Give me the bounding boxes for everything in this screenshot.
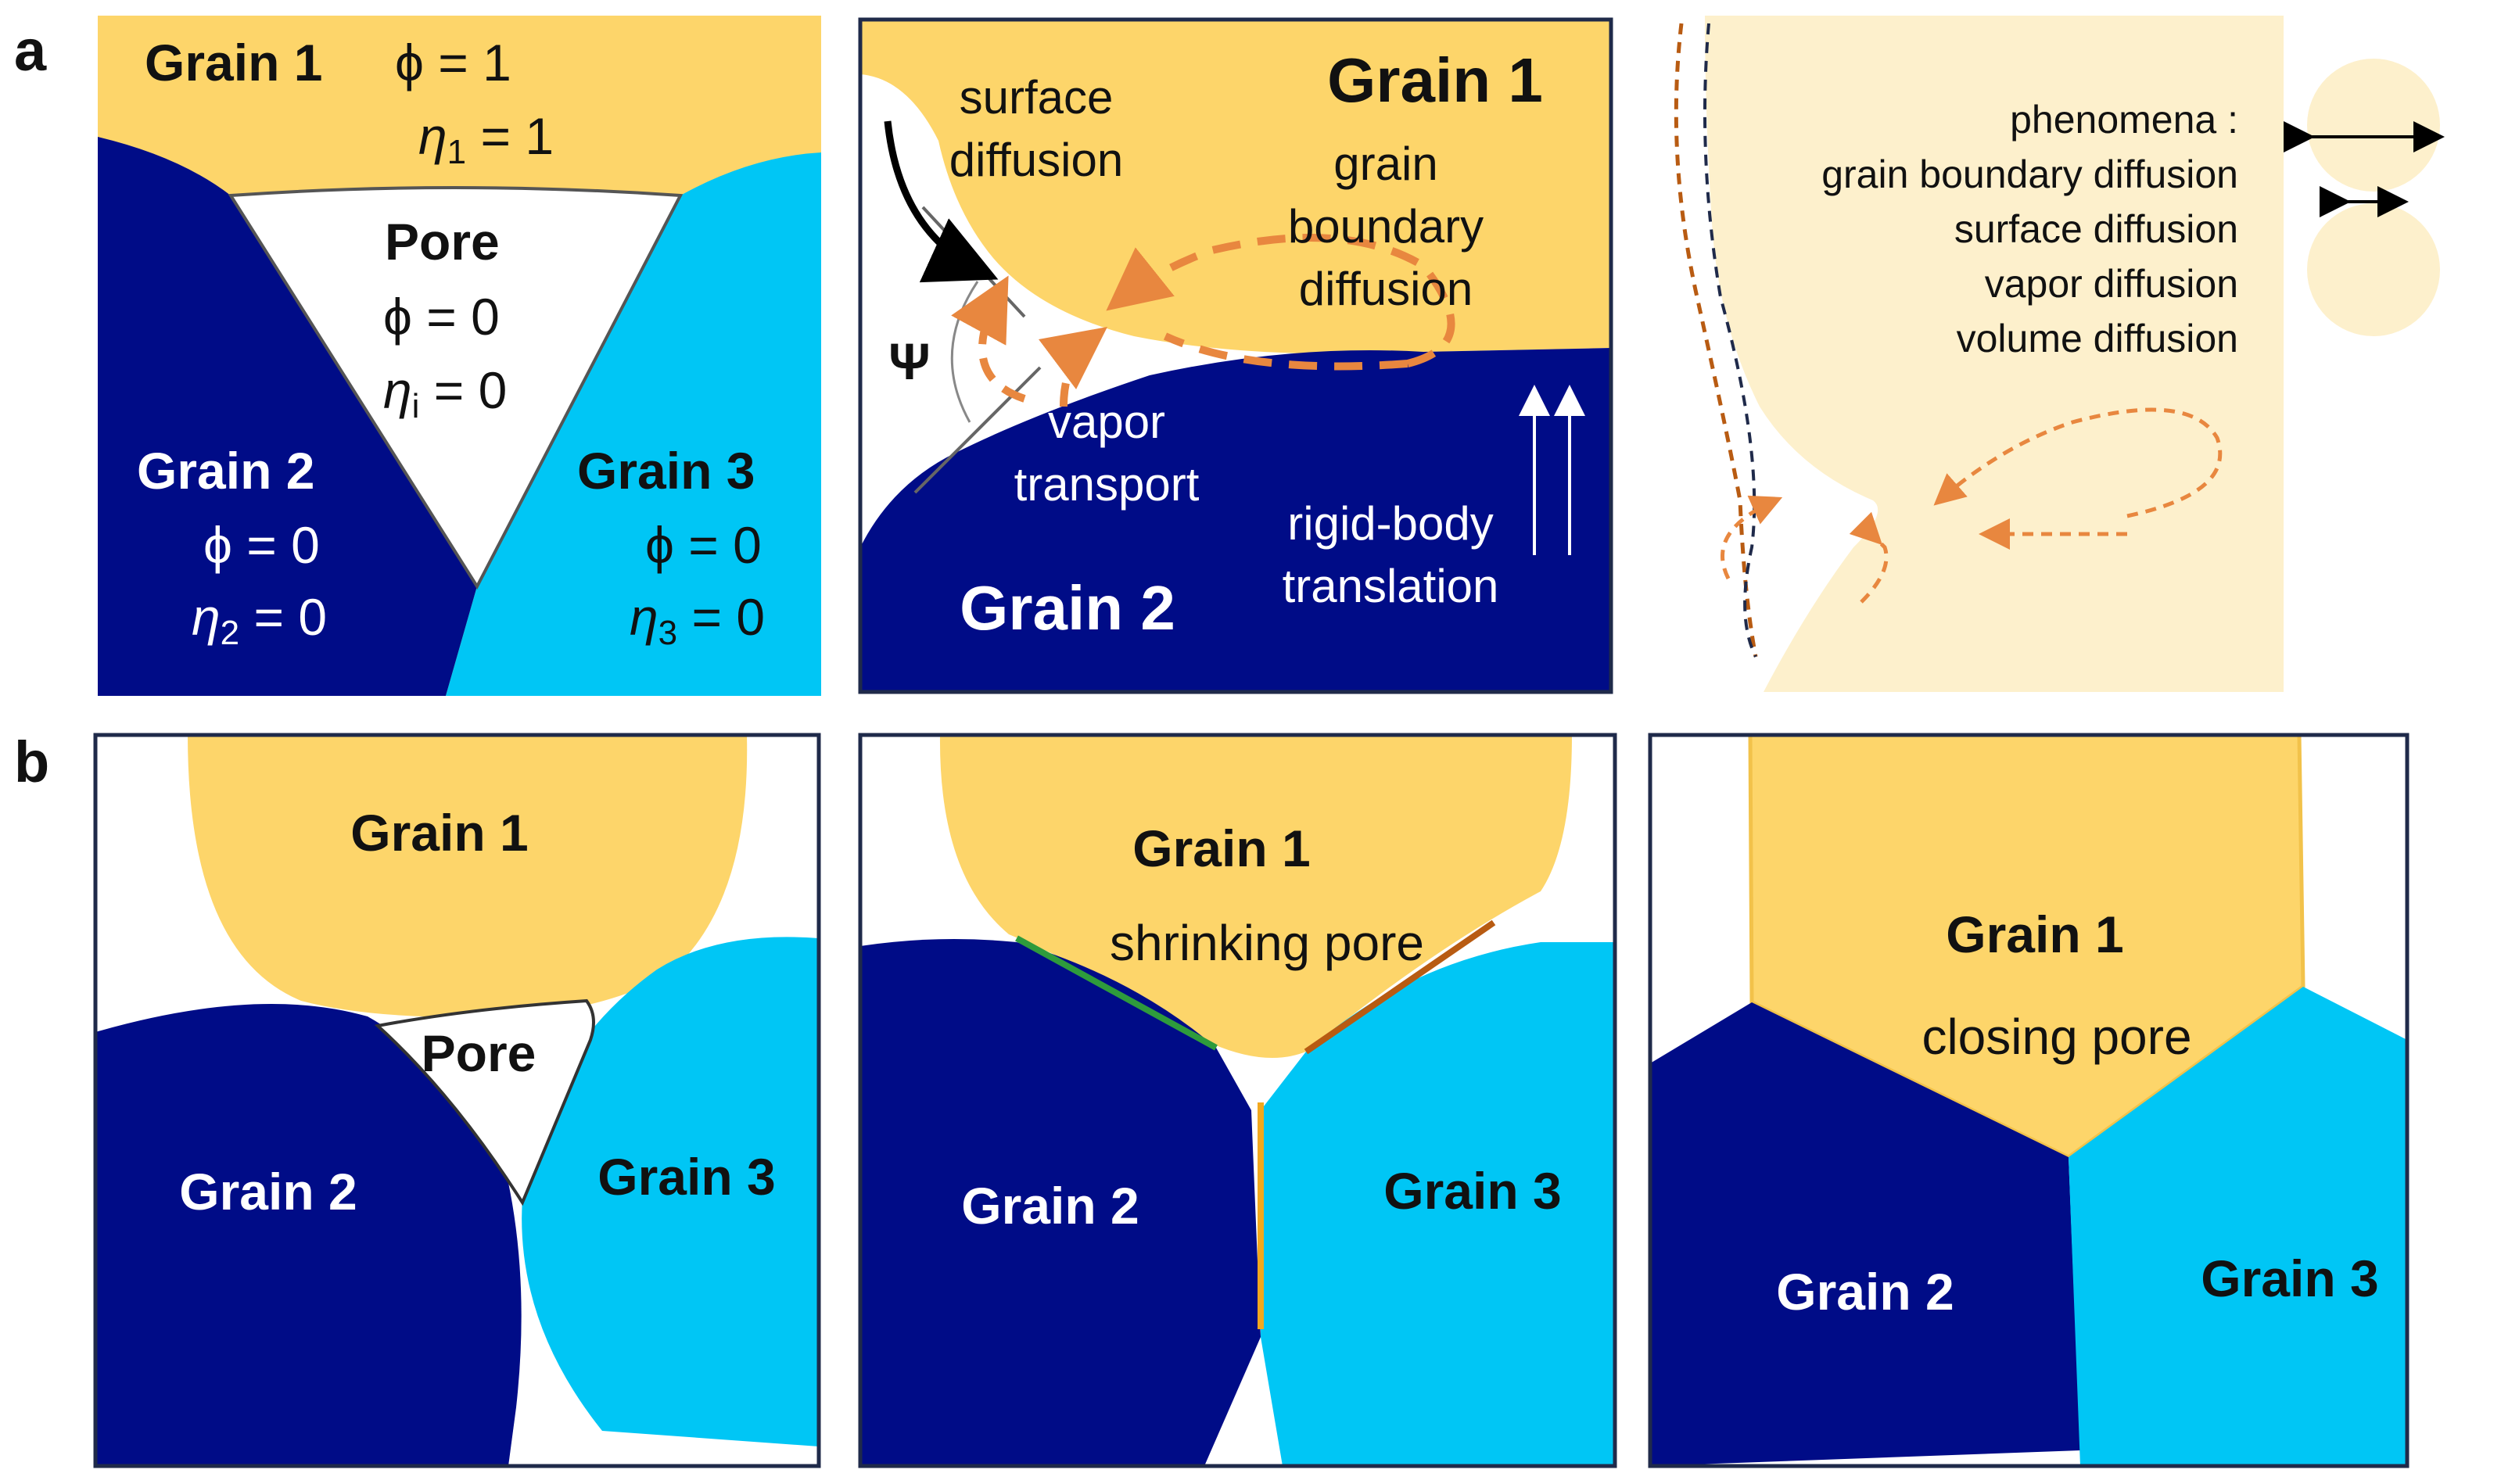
a3-title: phenomena : <box>2010 98 2238 142</box>
b2-grain2-label: Grain 2 <box>961 1177 1139 1235</box>
b1-grain3 <box>522 937 819 1446</box>
b1-grain1 <box>188 735 748 1017</box>
a1-phi-pore: ϕ = 0 <box>383 288 500 346</box>
b1-pore <box>374 998 595 1206</box>
b3-grain2 <box>1650 1002 2080 1466</box>
a1-pore-label: Pore <box>385 213 500 271</box>
a3-flow-arrow-right <box>1849 511 1889 604</box>
b2-grain3-label: Grain 3 <box>1383 1162 1561 1220</box>
a1-grain2-label: Grain 2 <box>137 442 314 500</box>
panel-a1 <box>98 16 821 696</box>
a2-gb-label-1: grain <box>1333 138 1437 190</box>
a1-eta3: η3 = 0 <box>630 588 765 652</box>
a2-gb-label-3: diffusion <box>1299 263 1473 315</box>
b1-grain2-label: Grain 2 <box>179 1163 357 1221</box>
a3-light-region <box>1705 16 2284 692</box>
b2-note: shrinking pore <box>1110 915 1424 971</box>
a2-grain2-label: Grain 2 <box>960 573 1175 643</box>
a2-gb-arrow-lower <box>1039 326 1107 407</box>
a1-eta-pore: ηi = 0 <box>383 361 507 425</box>
panel-b1 <box>95 735 819 1466</box>
a2-vapor-arrow <box>951 275 1026 403</box>
b1-grain2 <box>95 1004 522 1466</box>
a1-grain3-label: Grain 3 <box>577 442 755 500</box>
b2-grain3 <box>1261 942 1615 1466</box>
a1-grain2 <box>98 137 477 696</box>
a3-item-1: surface diffusion <box>1954 207 2238 251</box>
a3-item-0: grain boundary diffusion <box>1821 152 2238 196</box>
panel-label-a: a <box>14 18 47 83</box>
b2-boundary-green <box>1015 935 1218 1051</box>
a2-grain1 <box>860 20 1611 354</box>
b2-grain2 <box>860 939 1261 1466</box>
panel-b3 <box>1650 735 2407 1466</box>
a3-contour-orange <box>1674 23 1758 658</box>
panel-label-b: b <box>14 729 49 794</box>
a3-particle-bottom <box>2307 203 2440 336</box>
a1-grain3 <box>446 152 821 696</box>
a1-eta2: η2 = 0 <box>192 588 327 652</box>
b3-grain3-label: Grain 3 <box>2201 1249 2378 1307</box>
b1-pore-label: Pore <box>422 1024 536 1082</box>
a2-surface-label-1: surface <box>960 71 1114 124</box>
a3-item-3: volume diffusion <box>1957 317 2238 360</box>
a2-vapor-label-2: transport <box>1014 458 1200 511</box>
a3-contour-dark <box>1703 23 1757 658</box>
b3-grain2-label: Grain 2 <box>1776 1263 1954 1321</box>
a1-eta1: η1 = 1 <box>418 107 554 171</box>
b2-grain1 <box>939 735 1572 1058</box>
b2-frame <box>858 733 1617 1468</box>
a2-tangent-lower <box>913 366 1042 494</box>
a2-grain1-label: Grain 1 <box>1327 45 1543 115</box>
a1-phi1: ϕ = 1 <box>395 34 511 91</box>
a2-gb-label-2: boundary <box>1288 200 1484 253</box>
b3-note: closing pore <box>1922 1009 2191 1065</box>
panel-b2 <box>860 735 1615 1466</box>
a2-rigid-label-2: translation <box>1283 560 1499 612</box>
b1-grain1-label: Grain 1 <box>350 804 528 862</box>
a3-flow-arrow-left <box>1721 495 1783 580</box>
a1-phi3: ϕ = 0 <box>645 516 762 574</box>
a2-grain2 <box>860 348 1611 692</box>
a2-gb-arrow-loop <box>1118 234 1455 371</box>
b2-grain1-label: Grain 1 <box>1132 819 1310 877</box>
b1-frame <box>93 733 821 1468</box>
a3-particle-top <box>2307 59 2440 192</box>
a2-surface-label-2: diffusion <box>949 134 1123 186</box>
panel-a3 <box>1674 16 2445 692</box>
a2-frame <box>858 17 1613 694</box>
a2-vapor-label-1: vapor <box>1048 396 1165 448</box>
b2-boundary-brown <box>1304 919 1496 1055</box>
b3-grain3 <box>2069 987 2407 1466</box>
panel-a2 <box>860 20 1611 692</box>
a2-surface-arrow <box>884 120 999 283</box>
a2-psi-label: Ψ <box>888 332 930 390</box>
a1-pore <box>228 186 684 590</box>
a3-item-2: vapor diffusion <box>1985 262 2238 306</box>
b3-grain1-label: Grain 1 <box>1946 905 2123 963</box>
a1-grain1-label: Grain 1 <box>145 34 322 91</box>
a2-rigid-label-1: rigid-body <box>1287 497 1493 550</box>
a1-phi2: ϕ = 0 <box>203 516 320 574</box>
b1-grain3-label: Grain 3 <box>597 1148 775 1206</box>
b3-frame <box>1648 733 2410 1468</box>
